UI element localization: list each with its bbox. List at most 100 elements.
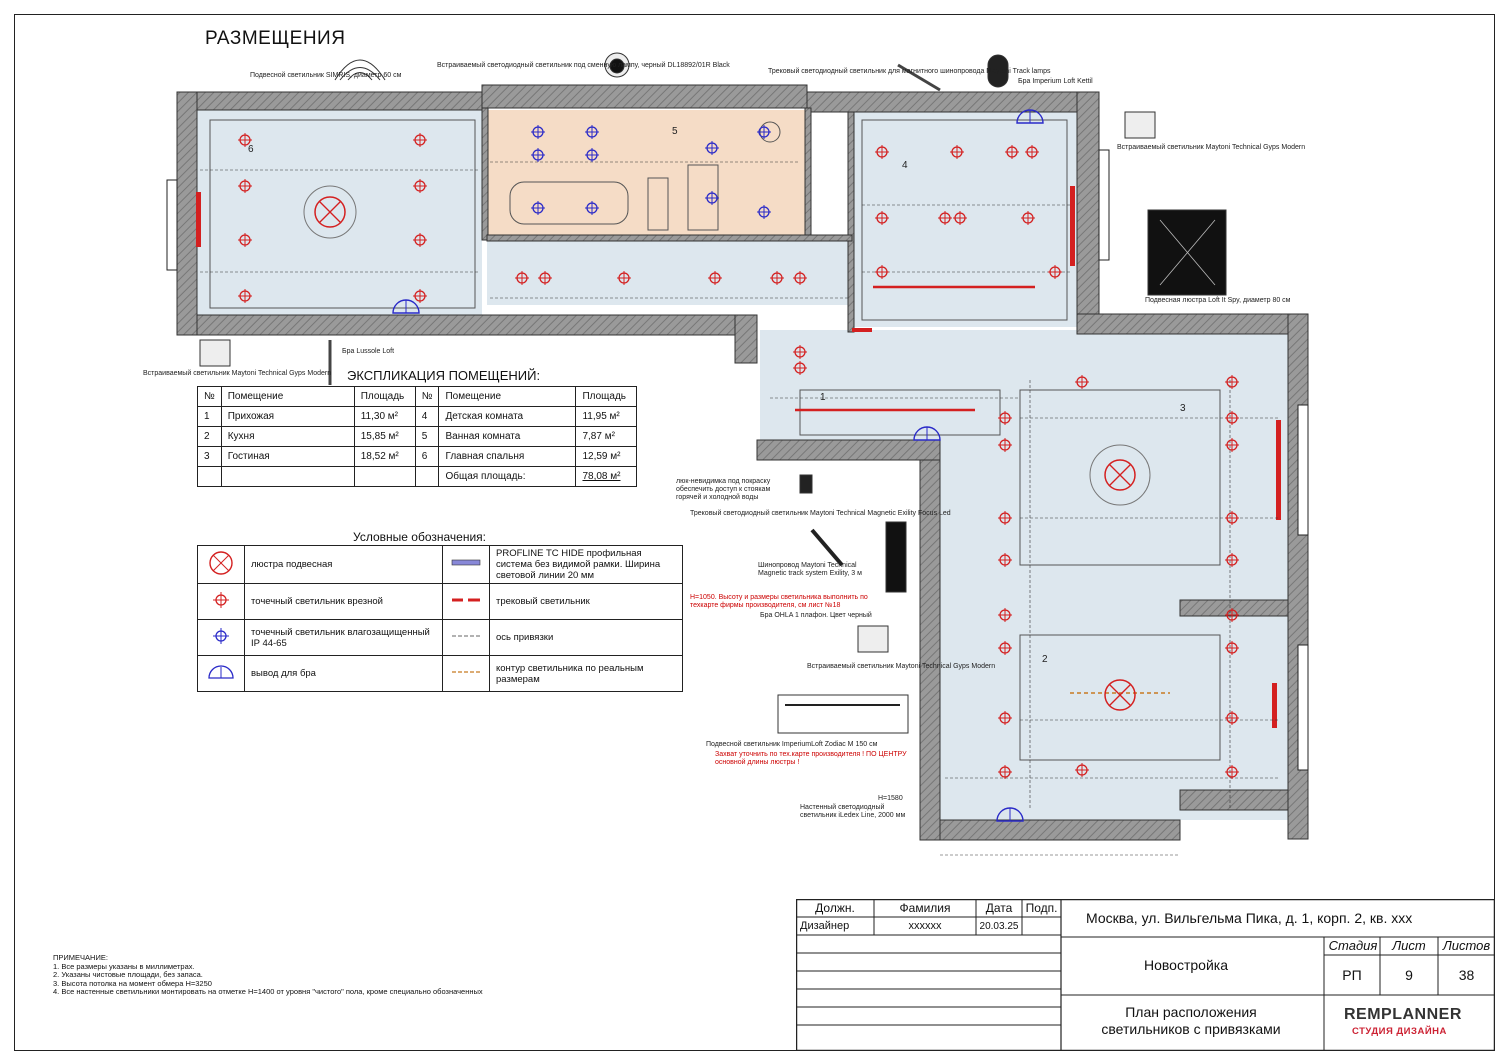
table-cell: Гостиная: [220, 446, 355, 467]
table-cell: 6: [414, 446, 440, 467]
page-title: РАЗМЕЩЕНИЯ: [205, 28, 346, 49]
logo-subtext: СТУДИЯ ДИЗАЙНА: [1352, 1026, 1447, 1037]
stamp-col-header: Подп.: [1025, 901, 1058, 915]
legend-label: люстра подвесная: [244, 545, 443, 584]
annotation-zodiac-note: Захват уточнить по тех.карте производите…: [715, 751, 907, 766]
table-header-row: № Помещение Площадь № Помещение Площадь: [197, 386, 638, 407]
track-symbol-icon: [442, 583, 490, 620]
room-number-1: 1: [820, 392, 826, 403]
legend-label: трековый светильник: [489, 583, 683, 620]
annotation-wall-led-height: H=1580: [878, 795, 903, 802]
legend-label: ось привязки: [489, 619, 683, 656]
table-row: 2 Кухня 15,85 м² 5 Ванная комната 7,87 м…: [197, 426, 638, 447]
legend-label: точечный светильник врезной: [244, 583, 443, 620]
annotation-gyps-modern-2: Встраиваемый светильник Maytoni Technica…: [143, 370, 332, 377]
annotation-chandelier-bedroom: Подвесной светильник SIMRIS, диаметр 60 …: [250, 72, 402, 79]
stamp-position: Дизайнер: [800, 920, 850, 932]
table-header: №: [414, 386, 440, 407]
table-cell: 2: [197, 426, 222, 447]
table-total-row: Общая площадь: 78,08 м²: [197, 466, 638, 487]
annotation-zodiac: Подвесной светильник ImperiumLoft Zodiac…: [706, 741, 878, 748]
table-row: 1 Прихожая 11,30 м² 4 Детская комната 11…: [197, 406, 638, 427]
sheet-value: 9: [1405, 967, 1413, 983]
sheet-title: План расположения светильников с привязк…: [1101, 1004, 1281, 1037]
legend-label: точечный светильник влагозащищенный IP 4…: [244, 619, 443, 656]
legend-row: точечный светильник влагозащищенный IP 4…: [197, 619, 683, 656]
table-header: Площадь: [353, 386, 416, 407]
note-line: 4. Все настенные светильники монтировать…: [53, 987, 483, 996]
legend-row: точечный светильник врезной трековый све…: [197, 583, 683, 620]
table-cell: 15,85 м²: [353, 426, 416, 447]
table-cell: 5: [414, 426, 440, 447]
legend-label: PROFLINE TC HIDE профильная система без …: [489, 545, 683, 584]
total-label: Общая площадь:: [438, 466, 577, 487]
room-number-6: 6: [248, 144, 254, 155]
title-block-grid: [796, 899, 1495, 1051]
profile-line-symbol-icon: [442, 545, 490, 584]
table-cell: 3: [197, 446, 222, 467]
annotation-wall-led: Настенный светодиодный светильник iLedex…: [800, 804, 906, 819]
building-type: Новостройка: [1144, 957, 1228, 973]
room-number-2: 2: [1042, 654, 1048, 665]
table-cell: Главная спальня: [438, 446, 577, 467]
note-line: 3. Высота потолка на момент обмера H=325…: [53, 978, 212, 988]
legend-label: вывод для бра: [244, 655, 443, 692]
table-cell: Прихожая: [220, 406, 355, 427]
explication-title: ЭКСПЛИКАЦИЯ ПОМЕЩЕНИЙ:: [347, 368, 541, 383]
stamp-surname: хххххх: [908, 920, 942, 932]
legend-row: вывод для бра контур светильника по реал…: [197, 655, 683, 692]
logo-text: REMPLANNER: [1344, 1006, 1462, 1023]
annotation-ceiling-spot: Встраиваемый светодиодный светильник под…: [437, 62, 730, 69]
sheet-header: Лист: [1392, 938, 1426, 953]
legend-row: люстра подвесная PROFLINE TC HIDE профил…: [197, 545, 683, 584]
drawing-frame: [14, 14, 1495, 1051]
stage-value: РП: [1342, 967, 1362, 983]
stamp-col-header: Дата: [985, 901, 1013, 915]
chandelier-symbol-icon: [197, 545, 245, 584]
project-address: Москва, ул. Вильгельма Пика, д. 1, корп.…: [1086, 910, 1413, 926]
legend-label: контур светильника по реальным размерам: [489, 655, 683, 692]
legend-table: люстра подвесная PROFLINE TC HIDE профил…: [197, 545, 683, 692]
explication-table: № Помещение Площадь № Помещение Площадь …: [197, 386, 638, 487]
notes: ПРИМЕЧАНИЕ: 1. Все размеры указаны в мил…: [53, 953, 483, 997]
bra-symbol-icon: [197, 655, 245, 692]
annotation-track-exility: Трековый светодиодный светильник Maytoni…: [690, 510, 951, 517]
spot-symbol-icon: [197, 583, 245, 620]
annotation-gyps-modern-3: Встраиваемый светильник Maytoni Technica…: [807, 663, 996, 670]
annotation-bra-ohla: Бра OHLA 1 плафон. Цвет черный: [760, 612, 872, 619]
stage-header: Стадия: [1328, 938, 1378, 953]
table-cell: 4: [414, 406, 440, 427]
table-cell: 12,59 м²: [575, 446, 638, 467]
stamp-date: 20.03.25: [979, 921, 1019, 932]
annotation-bra-kettil: Бра Imperium Loft Kettil: [1018, 78, 1093, 85]
table-cell: 11,95 м²: [575, 406, 638, 427]
notes-title: ПРИМЕЧАНИЕ:: [53, 953, 108, 962]
table-cell: Ванная комната: [438, 426, 577, 447]
annotation-chandelier-spy: Подвесная люстра Loft It Spy, диаметр 80…: [1145, 297, 1291, 304]
annotation-bra-lussole: Бра Lussole Loft: [342, 348, 395, 355]
note-line: 1. Все размеры указаны в миллиметрах.: [53, 961, 195, 971]
room-number-4: 4: [902, 160, 908, 171]
table-cell: 18,52 м²: [353, 446, 416, 467]
sheets-header: Листов: [1442, 938, 1491, 953]
table-cell: Кухня: [220, 426, 355, 447]
contour-symbol-icon: [442, 655, 490, 692]
annotation-hatch: люк-невидимка под покраску обеспечить до…: [676, 478, 771, 501]
annotation-gyps-modern-1: Встраиваемый светильник Maytoni Technica…: [1117, 144, 1306, 151]
table-header: Площадь: [575, 386, 638, 407]
table-cell: Детская комната: [438, 406, 577, 427]
table-cell: 11,30 м²: [353, 406, 416, 427]
axis-symbol-icon: [442, 619, 490, 656]
room-number-5: 5: [672, 126, 678, 137]
sheets-value: 38: [1458, 967, 1475, 983]
table-header: Помещение: [220, 386, 355, 407]
table-cell: 7,87 м²: [575, 426, 638, 447]
wet-spot-symbol-icon: [197, 619, 245, 656]
table-cell: 1: [197, 406, 222, 427]
stamp-col-header: Должн.: [815, 901, 855, 915]
table-header: №: [197, 386, 222, 407]
annotation-busbar: Шинопровод Maytoni Technical Magnetic tr…: [758, 562, 862, 577]
legend-title: Условные обозначения:: [353, 530, 486, 544]
stamp-col-header: Фамилия: [899, 901, 951, 915]
